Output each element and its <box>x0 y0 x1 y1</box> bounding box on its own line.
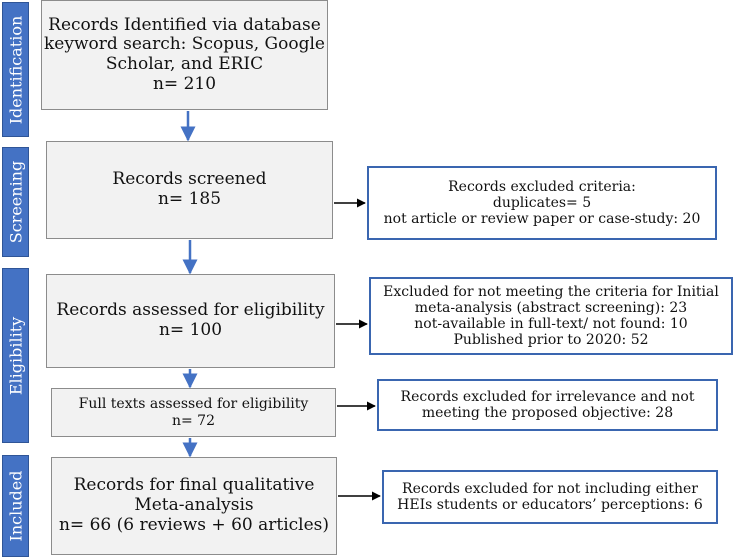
records-identified-box: Records Identified via database keyword … <box>41 0 328 110</box>
final-records-count: n= 66 (6 reviews + 60 articles) <box>58 514 330 535</box>
excluded-eligibility-line4: Published prior to 2020: 52 <box>453 332 649 349</box>
excluded-eligibility-line3: not-available in full-text/ not found: 1… <box>414 316 688 332</box>
excluded-screening-line2: duplicates= 5 <box>492 194 592 211</box>
records-identified-line3: Scholar, and ERIC <box>105 54 264 74</box>
final-records-line2: Meta-analysis <box>134 495 254 516</box>
records-identified-count: n= 210 <box>152 73 217 94</box>
fulltext-assessed-count: n= 72 <box>171 412 215 429</box>
excluded-final-line2: HEIs students or educators’ perceptions:… <box>397 497 703 513</box>
final-records-box: Records for final qualitative Meta-analy… <box>51 457 337 555</box>
excluded-fulltext-line1: Records excluded for irrelevance and not <box>400 388 695 405</box>
records-assessed-label: Records assessed for eligibility <box>56 300 325 321</box>
records-screened-box: Records screened n= 185 <box>46 141 333 239</box>
excluded-eligibility-line1: Excluded for not meeting the criteria fo… <box>383 283 719 300</box>
phase-eligibility: Eligibility <box>2 268 29 443</box>
fulltext-assessed-box: Full texts assessed for eligibility n= 7… <box>51 388 336 437</box>
phase-screening: Screening <box>2 147 29 257</box>
excluded-fulltext-box: Records excluded for irrelevance and not… <box>377 379 718 431</box>
final-records-line1: Records for final qualitative <box>73 475 315 496</box>
excluded-final-line1: Records excluded for not including eithe… <box>402 480 698 497</box>
records-screened-count: n= 185 <box>157 189 222 209</box>
phase-included: Included <box>2 455 29 557</box>
records-assessed-box: Records assessed for eligibility n= 100 <box>46 274 335 368</box>
records-identified-line1: Records Identified via database <box>48 14 321 35</box>
excluded-screening-box: Records excluded criteria: duplicates= 5… <box>367 166 717 240</box>
excluded-screening-line3: not article or review paper or case-stud… <box>383 211 701 228</box>
excluded-eligibility-box: Excluded for not meeting the criteria fo… <box>369 277 733 355</box>
records-screened-label: Records screened <box>112 169 267 190</box>
phase-identification: Identification <box>2 2 29 137</box>
excluded-fulltext-line2: meeting the proposed objective: 28 <box>421 405 674 421</box>
excluded-eligibility-line2: meta-analysis (abstract screening): 23 <box>414 299 688 316</box>
excluded-final-box: Records excluded for not including eithe… <box>382 470 718 524</box>
fulltext-assessed-label: Full texts assessed for eligibility <box>78 396 309 413</box>
records-assessed-count: n= 100 <box>158 320 223 340</box>
records-identified-line2: keyword search: Scopus, Google <box>43 34 325 55</box>
excluded-screening-line1: Records excluded criteria: <box>448 178 636 195</box>
